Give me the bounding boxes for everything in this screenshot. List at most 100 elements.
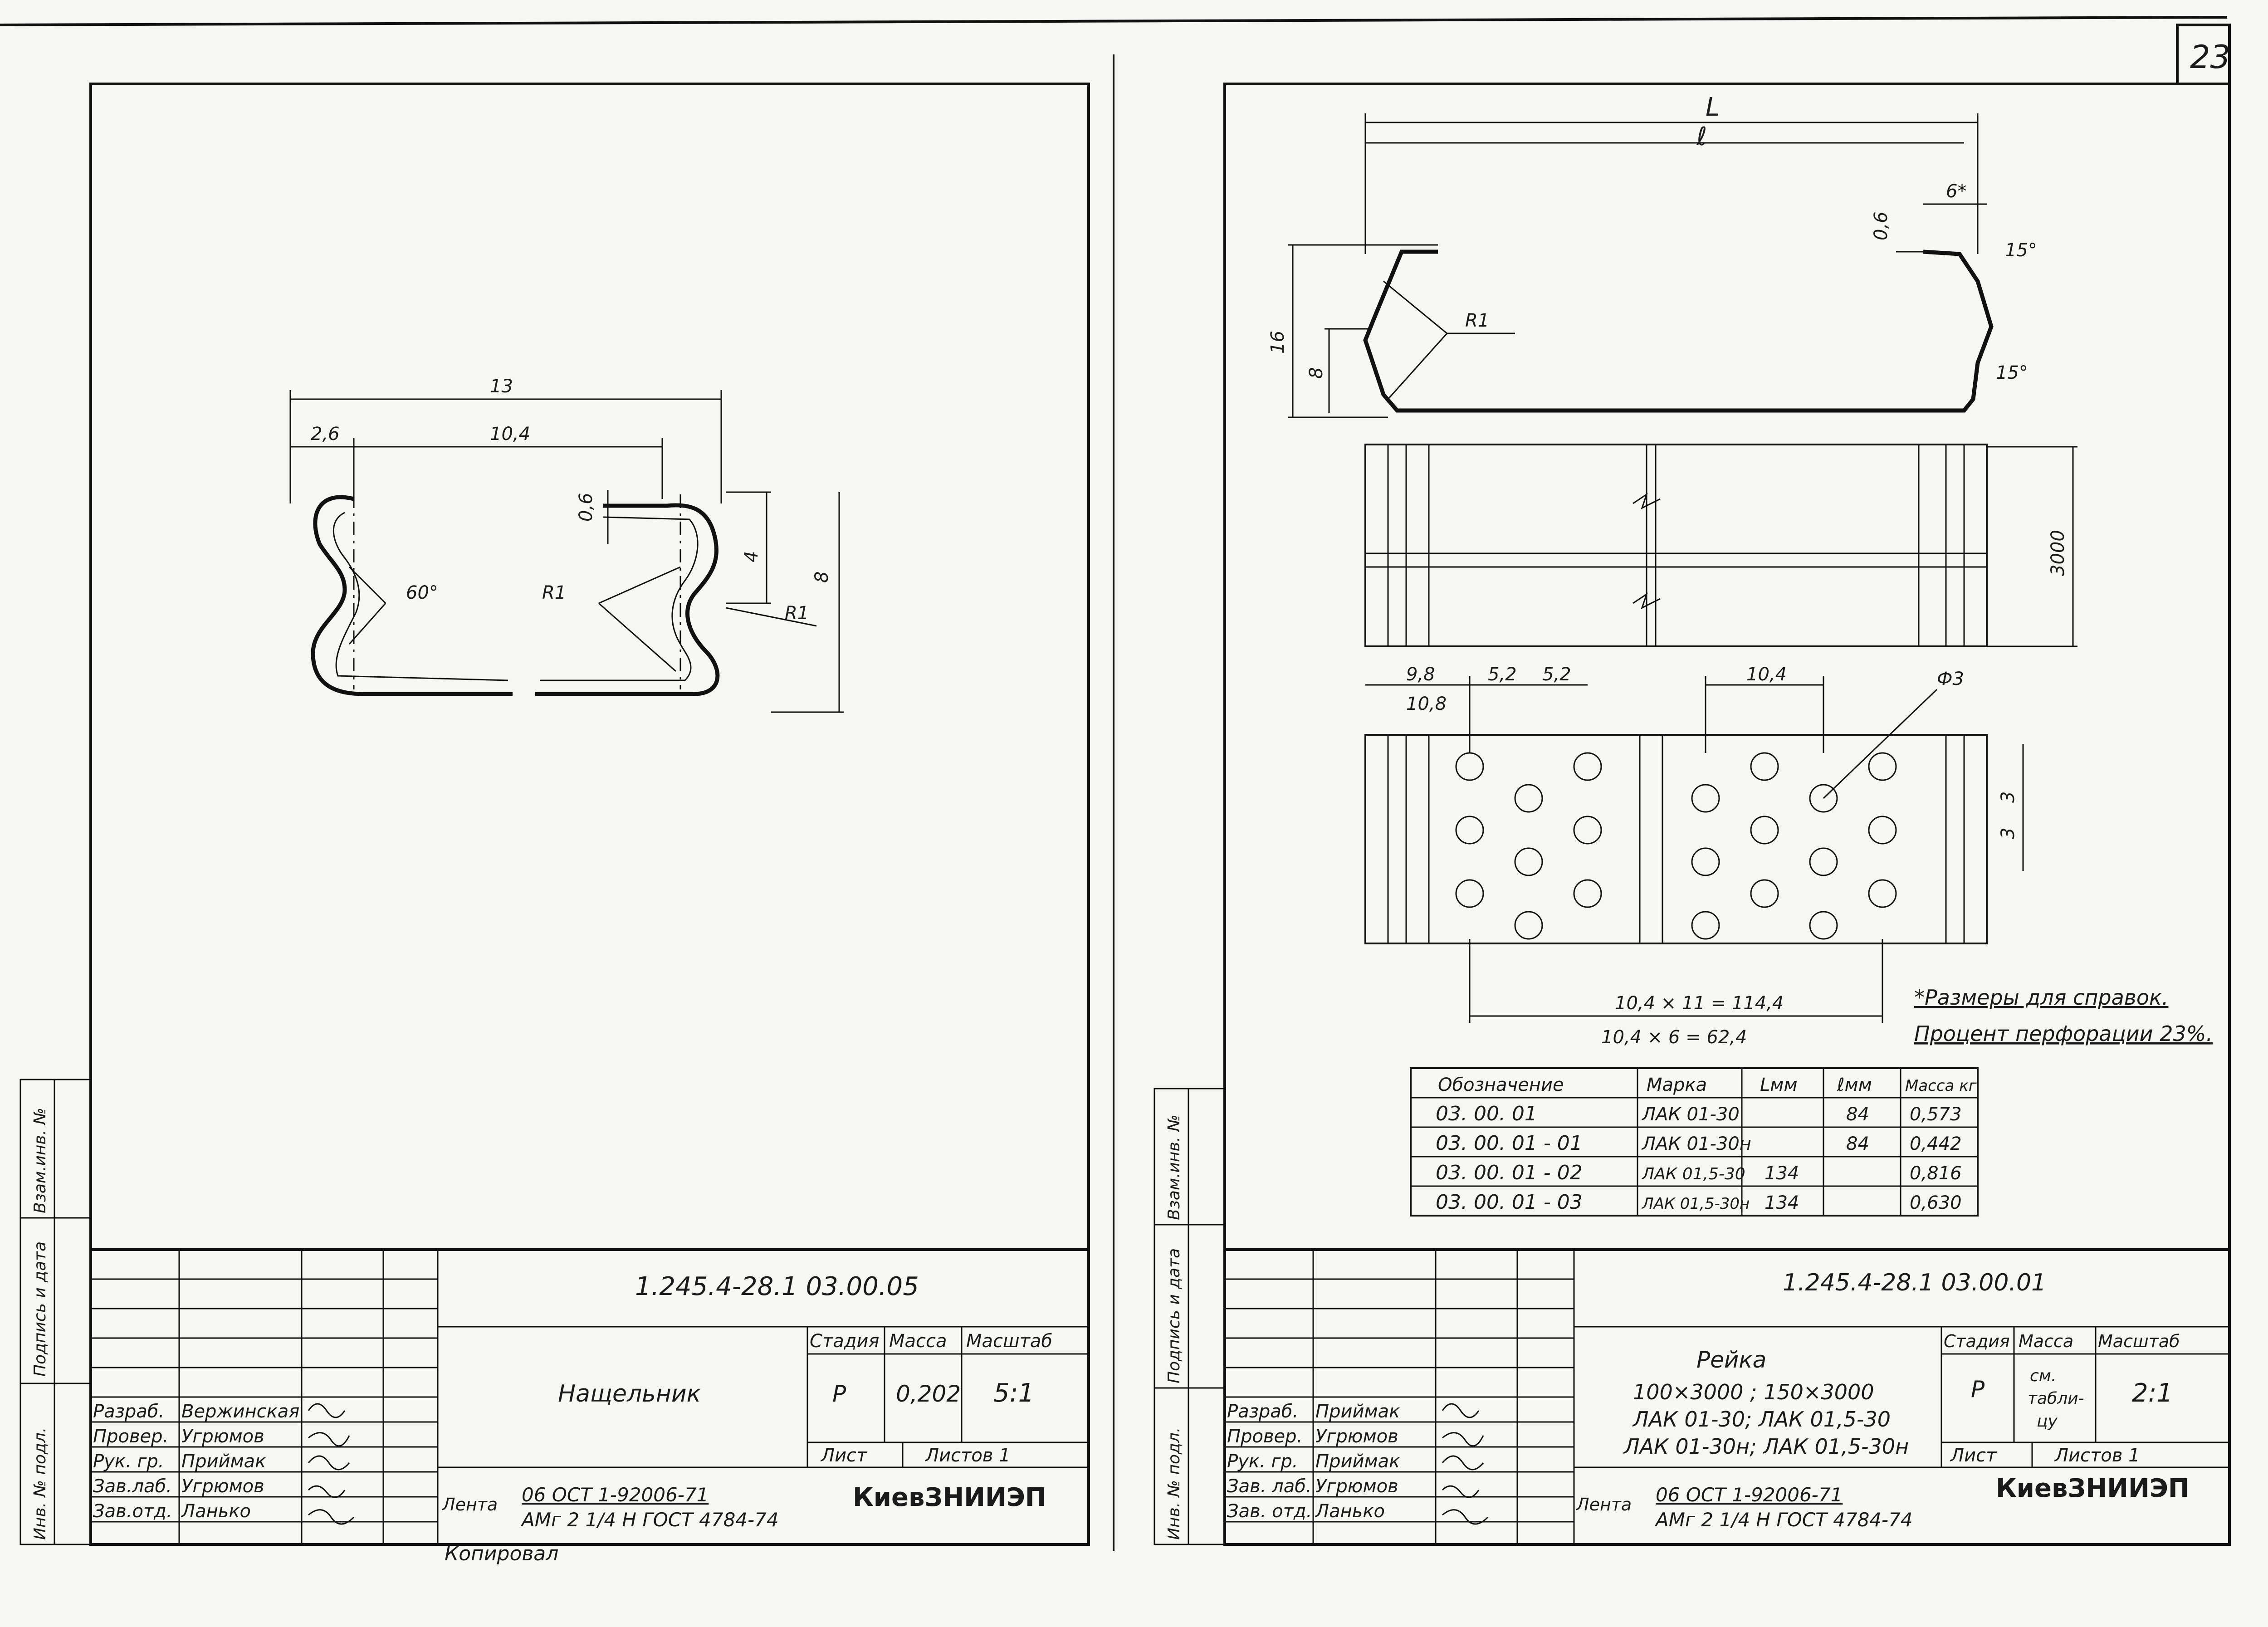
note-reference: *Размеры для справок. [1914,985,2168,1010]
left-bottom-text: Копировал [445,1542,558,1565]
right-name-line3: ЛАК 01-30; ЛАК 01,5-30 [1632,1407,1891,1432]
left-sheet: Взам.инв. № Подпись и дата Инв. № подл. [20,83,1090,1565]
left-role-5: Зав.отд. [93,1501,172,1522]
left-material-line1: 06 ОСТ 1-92006-71 [522,1484,709,1506]
dim-t: 0,6 [1871,211,1892,240]
right-side-label-replacement: Взам.инв. № [1165,1114,1183,1220]
right-designation: 1.245.4-28.1 03.00.01 [1783,1269,2046,1296]
right-role-5: Зав. отд. [1227,1501,1312,1522]
dim-run2: 10,4 × 6 = 62,4 [1601,1027,1747,1048]
right-side-label-inventory: Инв. № подл. [1165,1427,1183,1540]
left-part-name: Нащельник [558,1380,701,1407]
left-mass: 0,202 [896,1381,961,1407]
spec-header-mass: Масса кг [1905,1077,1977,1095]
spec-cell: 03. 00. 01 - 01 [1436,1132,1583,1155]
right-material-line1: 06 ОСТ 1-92006-71 [1656,1484,1843,1506]
spec-cell: 0,630 [1910,1192,1962,1213]
left-frame [89,83,1090,1546]
left-role-3: Рук. гр. [93,1451,164,1472]
right-side-strip: Взам.инв. № Подпись и дата Инв. № подл. [1154,1088,1226,1545]
right-material-prefix: Лента [1575,1495,1632,1515]
dim-L: L [1706,93,1720,122]
right-signature-scribbles [1442,1403,1489,1525]
dim-p4: 5,2 [1542,664,1571,685]
dim-pitch: 10,4 [1746,664,1787,685]
reika-perforation-view: 9,8 10,8 5,2 5,2 10,4 Ф3 3 3 10,4 × 11 =… [1364,664,2024,1048]
dim-v1: 3 [1998,792,2019,803]
nashchelnik-profile [311,494,817,696]
dim-left: 2,6 [311,424,340,445]
right-role-1: Разраб. [1227,1401,1298,1422]
right-stage-header: Стадия [1944,1331,2010,1351]
spec-header-brand: Марка [1647,1075,1707,1095]
top-edge [0,16,2228,26]
left-title-block: 1.245.4-28.1 03.00.05 Нащельник Стадия М… [89,1248,1090,1546]
dim-p1: 9,8 [1406,664,1435,685]
dim-thickness: 0,6 [576,493,596,522]
right-stage: Р [1971,1376,1985,1402]
dim-run1: 10,4 × 11 = 114,4 [1615,993,1784,1014]
dim-b: 6* [1946,181,1966,202]
dim-hole: Ф3 [1937,669,1964,689]
sheet-number-box: 23 [2176,24,2231,85]
right-scale: 2:1 [2132,1378,2173,1408]
left-designation: 1.245.4-28.1 03.00.05 [635,1272,919,1301]
right-side-label-signature: Подпись и дата [1165,1248,1183,1383]
spec-header-L: Lмм [1760,1075,1798,1095]
right-material-line2: АМг 2 1/4 Н ГОСТ 4784-74 [1654,1509,1913,1531]
spec-cell: ЛАК 01-30н [1641,1134,1751,1154]
spec-cell: 84 [1846,1104,1869,1125]
dim-l: ℓ [1696,122,1707,151]
note-perforation: Процент перфорации 23%. [1914,1021,2213,1046]
spec-header-l: ℓмм [1837,1075,1872,1095]
left-name-4: Угрюмов [181,1476,264,1497]
left-sheet-label: Лист [820,1445,868,1466]
left-name-2: Угрюмов [181,1426,264,1447]
right-sheet-label: Лист [1950,1445,1997,1466]
dim-length: 3000 [2048,530,2068,576]
spec-cell: 84 [1846,1134,1869,1154]
reika-side-view: 3000 [1364,444,2077,647]
spec-table: Обозначение Марка Lмм ℓмм Масса кг 03. 0… [1410,1067,1979,1217]
sheet-number: 23 [2190,39,2230,76]
right-title-block: 1.245.4-28.1 03.00.01 Рейка 100×3000 ; 1… [1223,1248,2231,1546]
side-label-inventory: Инв. № подл. [31,1427,49,1540]
spec-cell: ЛАК 01,5-30 [1641,1165,1745,1183]
spec-cell: 134 [1765,1163,1799,1184]
spec-cell: 03. 00. 01 [1436,1102,1537,1125]
dim-h-total: 16 [1267,331,1288,354]
right-name-4: Угрюмов [1315,1476,1398,1497]
dim-r: R1 [1465,310,1489,331]
side-label-replacement: Взам.инв. № [31,1108,49,1213]
right-name-2: Угрюмов [1315,1426,1398,1447]
right-role-4: Зав. лаб. [1227,1476,1312,1497]
left-name-5: Ланько [181,1501,251,1522]
left-material-prefix: Лента [441,1495,498,1515]
right-organization: КиевЗНИИЭП [1996,1474,2190,1503]
right-mass-line3: цу [2037,1412,2058,1431]
right-role-3: Рук. гр. [1227,1451,1298,1472]
right-sheets-label: Листов 1 [2054,1445,2140,1466]
left-stage-header: Стадия [810,1331,879,1352]
spec-cell: 03. 00. 01 - 02 [1436,1161,1583,1184]
right-scale-header: Масштаб [2098,1331,2180,1351]
dim-v2: 3 [1998,828,2019,839]
left-side-strip: Взам.инв. № Подпись и дата Инв. № подл. [20,1079,92,1545]
spec-cell: 0,442 [1910,1134,1962,1154]
right-name-3: Приймак [1315,1451,1400,1472]
dim-total: 13 [490,376,513,397]
left-dimensions: 13 2,6 10,4 0,6 4 8 R1 R1 60° [289,376,844,713]
spec-cell: ЛАК 01-30 [1641,1104,1740,1125]
dim-mid: 10,4 [490,424,530,445]
right-mass-line2: табли- [2028,1389,2084,1408]
dim-p2: 10,8 [1406,694,1447,714]
left-role-2: Провер. [93,1426,168,1447]
right-name-line4: ЛАК 01-30н; ЛАК 01,5-30н [1623,1434,1909,1459]
left-name-3: Приймак [181,1451,266,1472]
spec-cell: 03. 00. 01 - 03 [1436,1191,1583,1214]
left-mass-header: Масса [889,1331,947,1352]
left-material-line2: АМг 2 1/4 Н ГОСТ 4784-74 [520,1509,779,1531]
right-frame [1223,83,2231,1546]
right-name-line2: 100×3000 ; 150×3000 [1633,1380,1874,1404]
